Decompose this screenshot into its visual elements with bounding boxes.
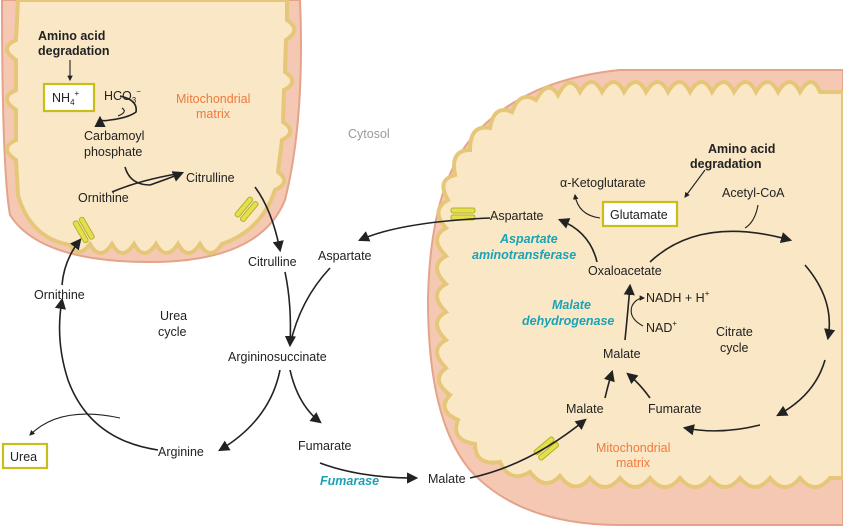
arrow-citrate-cycle-top bbox=[649, 230, 793, 263]
fumarate-cytosol: Fumarate bbox=[298, 439, 352, 453]
arrow-acetylcoa-join bbox=[744, 204, 759, 229]
glutamate-label: Glutamate bbox=[610, 208, 668, 222]
carbamoyl-phosphate-2: phosphate bbox=[84, 145, 142, 159]
arrow-ornithine-into-mito bbox=[61, 238, 82, 286]
malate-mito-upper: Malate bbox=[603, 347, 641, 361]
arrow-citrulline-to-argsucc bbox=[284, 271, 297, 348]
arrow-malate-to-oxaloacetate bbox=[623, 283, 635, 341]
ornithine-inner: Ornithine bbox=[78, 191, 129, 205]
oxaloacetate: Oxaloacetate bbox=[588, 264, 662, 278]
urea-cycle-label: Urea bbox=[160, 309, 187, 323]
arrow-malate-to-malate bbox=[604, 369, 615, 399]
urea-box bbox=[1, 442, 49, 470]
arrow-fumarate-to-malate-mito bbox=[626, 372, 651, 399]
fumarate-mito: Fumarate bbox=[648, 402, 702, 416]
malate-mito-lower: Malate bbox=[566, 402, 604, 416]
ornithine-cytosol: Ornithine bbox=[34, 288, 85, 302]
citrulline-inner: Citrulline bbox=[186, 171, 235, 185]
nh4-label: NH4+ bbox=[52, 89, 80, 107]
urea-label: Urea bbox=[10, 450, 37, 464]
arrow-citrate-cycle-right bbox=[804, 264, 836, 341]
arrow-aspartate-mito-to-cyto bbox=[357, 217, 491, 242]
argininosuccinate: Argininosuccinate bbox=[228, 350, 327, 364]
mito-matrix-left-2: matrix bbox=[196, 107, 231, 121]
amino-acid-degradation-right-2: degradation bbox=[690, 157, 762, 171]
arrow-malate-into-mito bbox=[469, 418, 587, 479]
arrow-hco3-curve bbox=[117, 107, 125, 117]
fumarase-enzyme: Fumarase bbox=[320, 474, 379, 488]
arrow-glutamate-to-akg bbox=[572, 193, 601, 219]
arrow-argsucc-to-arginine bbox=[218, 369, 281, 452]
arrow-arginine-to-urea bbox=[29, 413, 121, 436]
aspartate-cytosol: Aspartate bbox=[318, 249, 372, 263]
carbamoyl-phosphate: Carbamoyl bbox=[84, 129, 144, 143]
transporter-left-citrulline bbox=[234, 196, 259, 223]
arrow-citrulline-into-cytosol bbox=[254, 186, 284, 253]
arrow-nad-to-nadh bbox=[630, 295, 646, 327]
arrow-nh4-hco3-to-carbamoyl bbox=[94, 95, 137, 127]
amino-acid-degradation-left-2: degradation bbox=[38, 44, 110, 58]
citrate-cycle-label-2: cycle bbox=[720, 341, 749, 355]
aspartate-mito: Aspartate bbox=[490, 209, 544, 223]
acetyl-coa: Acetyl-CoA bbox=[722, 186, 785, 200]
nh4-box bbox=[42, 82, 96, 113]
amino-acid-degradation-left: Amino acid bbox=[38, 29, 105, 43]
transporter-left-ornithine bbox=[72, 216, 95, 244]
glutamate-box bbox=[601, 200, 679, 228]
nadh-label: NADH + H+ bbox=[646, 289, 710, 305]
mito-matrix-right-2: matrix bbox=[616, 456, 651, 470]
arginine: Arginine bbox=[158, 445, 204, 459]
malate-dehydrogenase-enzyme-2: dehydrogenase bbox=[522, 314, 614, 328]
aspartate-aminotransferase-enzyme: Aspartate bbox=[499, 232, 558, 246]
amino-acid-degradation-right: Amino acid bbox=[708, 142, 775, 156]
hco3-label: HCO3− bbox=[104, 87, 141, 105]
mito-matrix-right: Mitochondrial bbox=[596, 441, 670, 455]
alpha-ketoglutarate: α-Ketoglutarate bbox=[560, 176, 646, 190]
arrow-ornithine-to-citrulline bbox=[111, 172, 183, 193]
aspartate-aminotransferase-enzyme-2: aminotransferase bbox=[472, 248, 576, 262]
malate-cytosol: Malate bbox=[428, 472, 466, 486]
urea-cycle-label-2: cycle bbox=[158, 325, 187, 339]
arrow-citrate-cycle-bottom bbox=[682, 424, 761, 436]
right-mitochondrion bbox=[426, 69, 843, 526]
citrate-cycle-label: Citrate bbox=[716, 325, 753, 339]
arrow-citrate-cycle-lower-right bbox=[776, 359, 826, 417]
nad-label: NAD+ bbox=[646, 319, 677, 335]
transporter-right-malate bbox=[533, 436, 560, 461]
arrow-fumarate-to-malate bbox=[319, 462, 419, 484]
arrow-carbamoyl-to-citrulline bbox=[124, 166, 185, 186]
cytosol-label: Cytosol bbox=[348, 127, 390, 141]
arrow-aspartate-to-argsucc bbox=[289, 267, 331, 346]
arrow-arginine-to-ornithine bbox=[54, 297, 159, 451]
arrow-aa-to-glutamate bbox=[684, 169, 706, 198]
mito-matrix-left: Mitochondrial bbox=[176, 92, 250, 106]
malate-dehydrogenase-enzyme: Malate bbox=[552, 298, 591, 312]
citrulline-cytosol: Citrulline bbox=[248, 255, 297, 269]
arrow-argsucc-to-fumarate bbox=[289, 369, 322, 424]
left-mitochondrion bbox=[0, 0, 302, 264]
arrow-oxaloacetate-to-aspartate bbox=[557, 218, 598, 263]
